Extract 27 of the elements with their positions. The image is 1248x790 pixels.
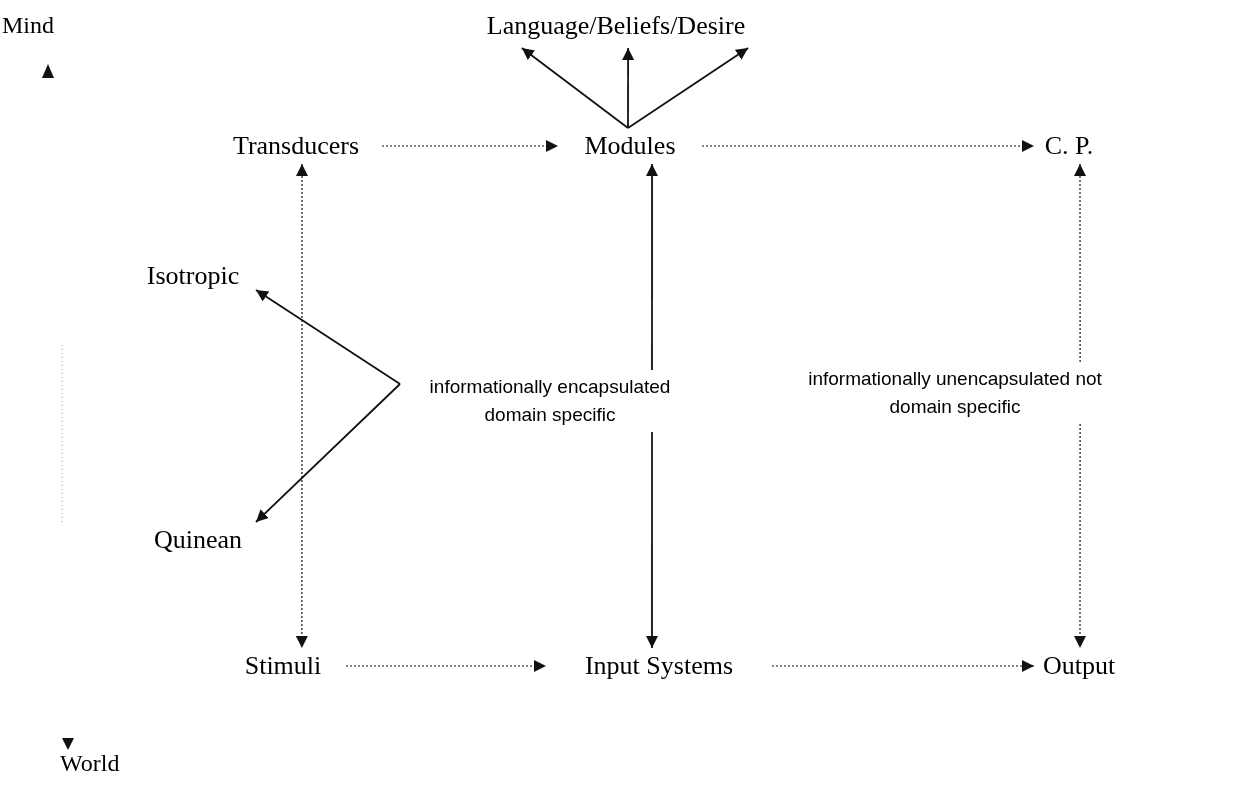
axis-label: World [60, 749, 120, 778]
concept-label: Modules [584, 130, 676, 162]
arrow [646, 163, 659, 371]
concept-label: Input Systems [584, 650, 734, 682]
arrow [627, 47, 749, 129]
concept-label: Stimuli [244, 650, 322, 682]
concept-label: C. P. [1044, 130, 1094, 162]
arrow [701, 140, 1035, 152]
annotation-text: informationally unencapsulated not domain specific [807, 367, 1103, 419]
concept-label: Language/Beliefs/Desire [486, 10, 746, 42]
concept-label: Output [1042, 650, 1116, 682]
annotation-text: informationally encapsulated domain specific [428, 375, 672, 427]
arrow [622, 47, 635, 129]
arrow [381, 140, 559, 152]
arrow [295, 163, 308, 649]
arrow [345, 660, 547, 672]
arrow [520, 47, 629, 129]
arrow [1074, 163, 1086, 363]
concept-label: Transducers [232, 130, 360, 162]
concept-label: Quinean [153, 524, 243, 556]
arrow [646, 431, 658, 649]
axis-label: Mind [2, 11, 54, 40]
arrow [771, 660, 1035, 672]
arrow [1074, 423, 1086, 649]
concept-label: Isotropic [146, 260, 240, 292]
arrow [255, 289, 401, 385]
arrow [255, 383, 401, 523]
